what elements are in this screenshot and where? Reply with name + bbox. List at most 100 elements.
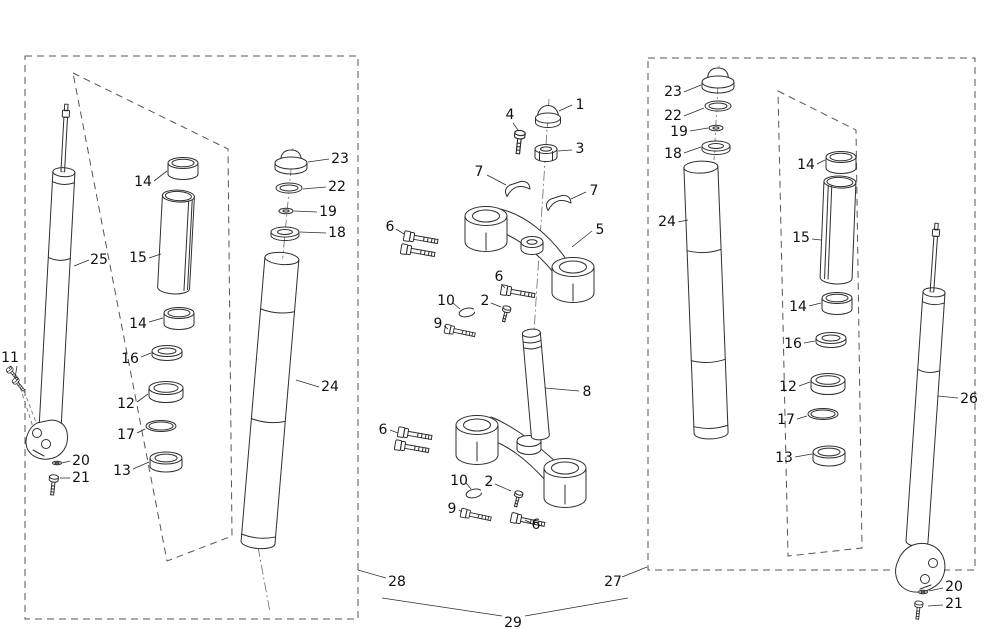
part-12-oil-seal-left xyxy=(148,381,184,403)
callout-label-21: 21 xyxy=(945,596,963,612)
callout-label-8: 8 xyxy=(583,384,592,400)
part-2-screw-upper xyxy=(499,304,512,324)
part-18-washer-right xyxy=(701,140,731,155)
part-15-guide-bushing-right xyxy=(819,175,857,285)
callout-label-3: 3 xyxy=(576,141,585,157)
part-9-bolt-lower xyxy=(459,507,493,524)
part-23-top-cap-right xyxy=(701,67,735,94)
part-14-lower-bushing-right xyxy=(821,292,853,315)
part-6-bolts-lower-pair xyxy=(393,426,433,456)
callout-label-20: 20 xyxy=(72,453,90,469)
leader-line-6 xyxy=(500,283,506,289)
callout-label-16: 16 xyxy=(784,336,802,352)
part-15-guide-bushing-left xyxy=(157,189,195,295)
part-25-left-fork-slider xyxy=(25,103,76,460)
part-20-washer-left xyxy=(52,460,62,466)
part-17-retaining-ring-left xyxy=(145,420,177,432)
callout-label-28: 28 xyxy=(388,574,406,590)
callout-label-12: 12 xyxy=(117,396,135,412)
leader-line-19 xyxy=(689,127,709,132)
callout-label-14: 14 xyxy=(789,299,807,315)
callout-label-6: 6 xyxy=(386,219,395,235)
part-1-top-nut xyxy=(535,105,561,128)
callout-label-22: 22 xyxy=(664,108,682,124)
part-7-clamp-rear xyxy=(545,194,572,211)
callout-label-1: 1 xyxy=(576,97,585,113)
callout-label-6: 6 xyxy=(379,422,388,438)
leader-line-29 xyxy=(524,597,629,617)
callout-label-24: 24 xyxy=(658,214,676,230)
leader-line-14 xyxy=(153,170,168,182)
callout-label-7: 7 xyxy=(475,164,484,180)
callout-label-18: 18 xyxy=(328,225,346,241)
callout-label-14: 14 xyxy=(134,174,152,190)
callout-label-15: 15 xyxy=(129,250,147,266)
leader-line-14 xyxy=(816,159,826,165)
leader-line-18 xyxy=(683,146,702,154)
part-20-washer-right xyxy=(918,589,928,595)
part-13-dust-seal-right xyxy=(812,445,846,467)
callout-label-2: 2 xyxy=(485,474,494,490)
leader-line-23 xyxy=(683,84,702,93)
leader-line-7 xyxy=(570,191,587,200)
part-14-top-bushing-left xyxy=(167,157,199,180)
leader-line-17 xyxy=(796,415,808,420)
part-22-o-ring-right xyxy=(704,100,732,112)
leader-line-20 xyxy=(61,460,71,464)
leader-line-6 xyxy=(389,429,399,434)
leader-line-16 xyxy=(140,352,152,358)
leader-line-9 xyxy=(458,509,463,513)
callout-label-10: 10 xyxy=(437,293,455,309)
leader-line-2 xyxy=(494,483,512,492)
leader-line-10 xyxy=(452,302,461,310)
leader-line-26 xyxy=(937,395,959,399)
leader-line-19 xyxy=(293,210,318,213)
part-8-lower-yoke-and-stem xyxy=(455,328,587,508)
right-assembly-boundary xyxy=(647,57,976,571)
leader-line-7 xyxy=(486,174,507,186)
centerline-left-tube-extension xyxy=(257,546,271,613)
part-16-washer-right xyxy=(815,332,847,348)
callout-label-24: 24 xyxy=(321,379,339,395)
leader-line-14 xyxy=(808,302,822,307)
callout-label-15: 15 xyxy=(792,230,810,246)
leader-line-8 xyxy=(544,387,580,392)
part-10-lock-washer-lower xyxy=(464,487,483,500)
part-9-bolt-upper xyxy=(443,323,477,340)
callout-label-16: 16 xyxy=(121,351,139,367)
callout-label-9: 9 xyxy=(448,501,457,517)
leader-line-29 xyxy=(381,597,503,617)
callout-label-13: 13 xyxy=(113,463,131,479)
leader-line-6 xyxy=(395,228,405,235)
callout-label-23: 23 xyxy=(331,151,349,167)
part-18-washer-left xyxy=(270,226,300,241)
part-6-bolts-upper-pair xyxy=(399,230,439,260)
leader-line-18 xyxy=(299,231,327,234)
part-7-clamp-front xyxy=(504,180,531,197)
callout-label-12: 12 xyxy=(779,379,797,395)
callout-label-2: 2 xyxy=(481,293,490,309)
leader-line-12 xyxy=(136,393,149,403)
part-21-bolt-left xyxy=(47,473,60,496)
callouts: 2514151416121713232219182411202128413775… xyxy=(1,84,978,629)
leader-line-20 xyxy=(928,587,944,592)
part-21-bolt-right xyxy=(912,600,924,620)
callout-label-20: 20 xyxy=(945,579,963,595)
leader-line-24 xyxy=(295,379,320,388)
callout-label-13: 13 xyxy=(775,450,793,466)
callout-label-18: 18 xyxy=(664,146,682,162)
leader-line-21 xyxy=(927,604,944,607)
leader-line-6 xyxy=(524,519,532,524)
callout-label-19: 19 xyxy=(670,124,688,140)
leader-line-25 xyxy=(73,259,90,267)
part-13-dust-seal-left xyxy=(149,451,183,473)
part-14-lower-bushing-left xyxy=(163,307,195,330)
callout-label-10: 10 xyxy=(450,473,468,489)
right-bushing-boundary xyxy=(777,90,863,557)
part-19-ring-right xyxy=(708,124,724,132)
callout-label-29: 29 xyxy=(504,615,522,629)
part-11-pinch-screws xyxy=(4,365,27,393)
callout-label-27: 27 xyxy=(604,574,622,590)
callout-label-23: 23 xyxy=(664,84,682,100)
leader-line-13 xyxy=(132,461,150,470)
